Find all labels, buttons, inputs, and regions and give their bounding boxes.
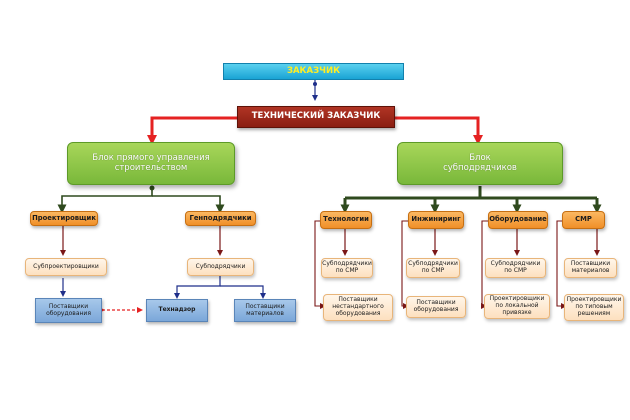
node-direct-management-block: Блок прямого управления строительством: [67, 142, 235, 185]
node-subcontractors: Субподрядчики: [187, 258, 254, 276]
link-direct-block-children: [57, 186, 153, 214]
node-technical-customer: ТЕХНИЧЕСКИЙ ЗАКАЗЧИК: [237, 106, 395, 128]
node-local-binding-designers: Проектировщики по локальной привязке: [484, 294, 550, 319]
node-general-contractors: Генподрядчики: [185, 211, 256, 226]
node-material-suppliers-left: Поставщики материалов: [234, 299, 296, 322]
node-customer: ЗАКАЗЧИК: [223, 63, 404, 80]
node-typical-solution-designers: Проектировщики по типовым решениям: [564, 294, 624, 321]
node-equipment: Оборудование: [488, 211, 548, 229]
node-sub-smr-equipment: Субподрядчики по СМР: [485, 258, 546, 278]
node-sub-smr-technologies: Субподрядчики по СМР: [321, 258, 373, 278]
node-sub-smr-engineering: Субподрядчики по СМР: [406, 258, 460, 278]
node-smr: СМР: [562, 211, 605, 229]
node-tech-supervision: Технадзор: [146, 299, 208, 322]
node-subcontractors-block: Блок субподрядчиков: [397, 142, 563, 185]
link-technical-direct-block: [147, 116, 237, 145]
node-nonstandard-equipment-suppliers: Поставщики нестандартного оборудования: [323, 294, 393, 321]
node-engineering: Инжиниринг: [408, 211, 464, 229]
link-technical-sub-block: [395, 116, 483, 145]
link-customer-dot: [313, 82, 317, 86]
node-technologies: Технологии: [320, 211, 372, 229]
node-equipment-suppliers-left: Поставщики оборудования: [35, 298, 102, 323]
node-material-suppliers-right: Поставщики материалов: [564, 258, 617, 278]
node-designer: Проектировщик: [30, 211, 98, 226]
node-equipment-suppliers-right: Поставщики оборудования: [406, 296, 466, 318]
node-sub-designers: Субпроектировщики: [25, 258, 107, 276]
